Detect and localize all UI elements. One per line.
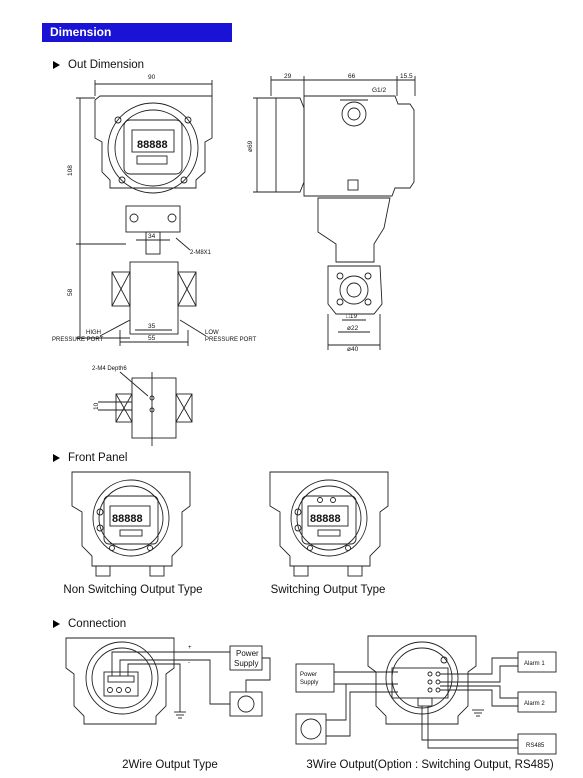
dim-35: 35 (148, 323, 156, 330)
dim-69: ø69 (247, 140, 254, 152)
alarm1-label: Alarm 1 (524, 661, 545, 667)
rs485-label: RS485 (526, 743, 545, 749)
caption-3wire: 3Wire Output(Option : Switching Output, … (306, 759, 554, 771)
caption-2wire: 2Wire Output Type (122, 759, 218, 771)
caption-non-switching: Non Switching Output Type (63, 584, 203, 596)
caption-switching: Switching Output Type (270, 584, 386, 596)
section-out-dimension: Out Dimension (53, 59, 144, 71)
minus-sign: - (188, 660, 190, 666)
side-view-drawing (253, 76, 416, 350)
dim-sq19: □19 (346, 313, 358, 320)
low-port-label: LOW (205, 330, 219, 336)
front-view-drawing: 88888 (76, 80, 213, 346)
power-label: Power (236, 649, 259, 658)
display-digits: 88888 (137, 139, 168, 151)
dim-22: ø22 (347, 325, 359, 332)
plus-sign: + (188, 645, 192, 651)
triangle-bullet-icon (53, 454, 60, 462)
alarm2-label: Alarm 2 (524, 701, 545, 707)
dim-15-5: 15.5 (400, 73, 413, 80)
triangle-bullet-icon (53, 61, 60, 69)
low-port-label-2: PRESSURE PORT (205, 337, 257, 343)
section-title: Connection (68, 618, 127, 630)
header-title: Dimension (50, 25, 112, 39)
front-panel-non-switching: 88888 (71, 471, 191, 577)
bolt-label: 2-M8X1 (190, 250, 212, 256)
section-front-panel: Front Panel (53, 452, 127, 464)
supply-label-3w: Supply (300, 680, 318, 686)
dim-66: 66 (348, 73, 356, 80)
section-title: Out Dimension (68, 59, 145, 71)
dim-90: 90 (148, 74, 156, 81)
power-label-3w: Power (300, 672, 317, 678)
high-port-label-2: PRESSURE PORT (52, 337, 104, 343)
high-port-label: HIGH (86, 330, 101, 336)
section-connection: Connection (53, 618, 126, 630)
dim-10: 10 (93, 402, 100, 410)
display-digits: 88888 (310, 513, 341, 525)
dim-40: ø40 (347, 346, 359, 353)
front-panel-switching: 88888 (269, 471, 389, 577)
dim-58: 58 (67, 288, 74, 296)
m4-label: 2-M4 Depth6 (92, 366, 127, 372)
triangle-bullet-icon (53, 620, 60, 628)
supply-label: Supply (234, 659, 258, 668)
thread-label: G1/2 (372, 87, 386, 94)
section-title: Front Panel (68, 452, 128, 464)
connection-3wire-diagram (295, 635, 557, 755)
dim-108: 108 (67, 165, 74, 176)
display-digits: 88888 (112, 513, 143, 525)
connection-2wire-diagram (65, 637, 271, 725)
dim-29: 29 (284, 73, 292, 80)
dim-55: 55 (148, 335, 156, 342)
header-bar: Dimension (42, 23, 232, 42)
dim-34: 34 (148, 233, 156, 240)
bottom-view-drawing (98, 371, 193, 446)
